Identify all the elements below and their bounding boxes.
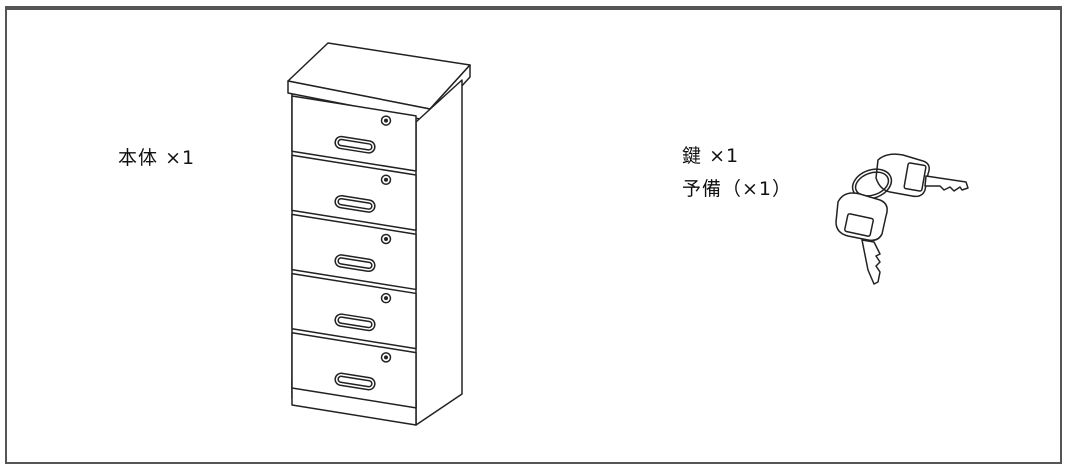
key-name: 鍵 (682, 145, 703, 167)
main-key (875, 153, 969, 198)
spare-name: 予備 (682, 178, 723, 200)
drawer (291, 95, 417, 172)
body-name: 本体 (118, 147, 159, 169)
drawer-front (291, 272, 417, 350)
drawer-front (291, 95, 417, 172)
drawer-handle-inner (337, 197, 373, 210)
cabinet-side-panel (415, 79, 463, 426)
spare-key (835, 192, 888, 285)
drawer (291, 213, 417, 291)
key-label: 鍵 ×1 (682, 143, 739, 169)
drawer-front (291, 213, 417, 291)
drawer-front (291, 332, 417, 409)
drawer (291, 154, 417, 231)
lock-keyhole (384, 296, 388, 301)
lock-keyhole (384, 236, 388, 241)
body-label: 本体 ×1 (118, 145, 195, 171)
drawer-front (291, 154, 417, 231)
drawer-handle-inner (337, 138, 373, 151)
key-ring (851, 168, 893, 200)
spare-key-label: 予備（×1） (682, 176, 792, 202)
lock-keyhole (384, 177, 388, 182)
drawer-handle-inner (337, 257, 373, 270)
body-quantity: ×1 (165, 147, 196, 169)
drawers-group (291, 95, 417, 409)
lock-keyhole (384, 355, 388, 360)
lock-keyhole (384, 118, 388, 123)
drawer (291, 272, 417, 350)
drawer-cabinet-icon (287, 42, 471, 426)
parts-list-frame (5, 6, 1062, 464)
key-ring-icon (835, 153, 969, 285)
drawer-handle-inner (337, 375, 373, 388)
key-ring-inner (854, 171, 890, 197)
drawer (291, 332, 417, 409)
drawer-handle-inner (337, 316, 373, 329)
spare-quantity: （×1） (722, 178, 793, 200)
key-quantity: ×1 (709, 145, 740, 167)
